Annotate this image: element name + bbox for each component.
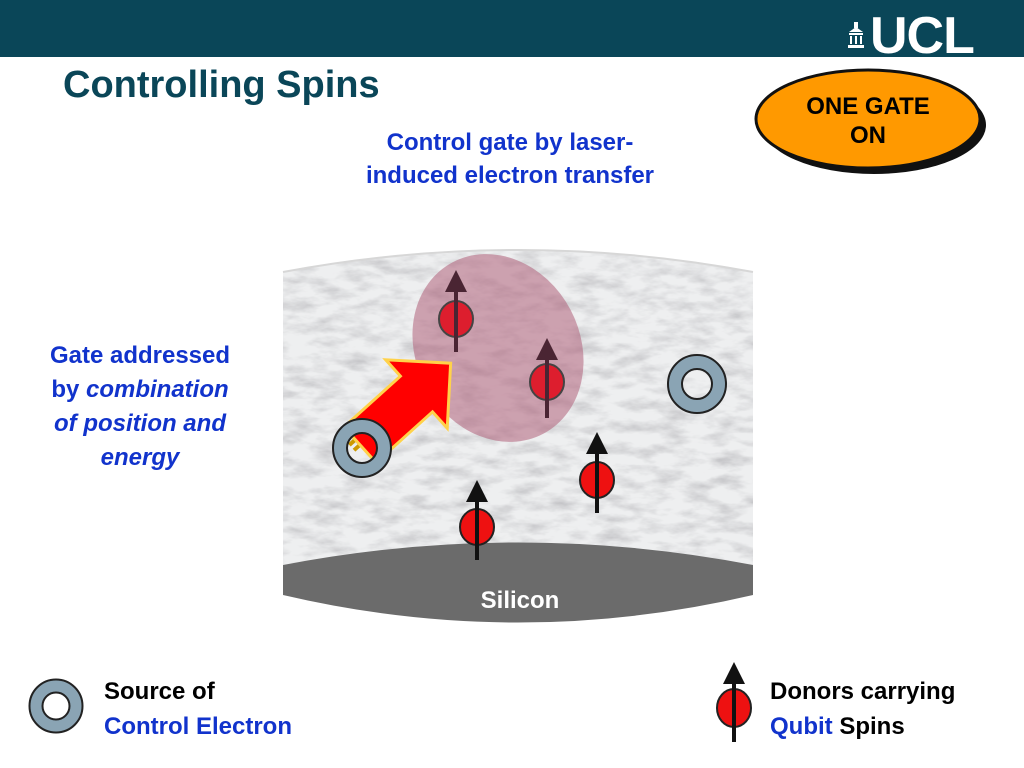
caption-gate-line2-italic: combination xyxy=(86,376,229,403)
legend-source: Source of Control Electron xyxy=(104,674,292,744)
donor-spin-icon xyxy=(459,480,495,560)
badge-line1: ONE GATE xyxy=(806,93,930,120)
silicon-base xyxy=(283,525,753,623)
legend-donor-qubit: Qubit xyxy=(770,713,833,740)
caption-gate-line4-italic: energy xyxy=(100,444,180,471)
gate-status-badge-text: ONE GATE ON xyxy=(752,92,984,150)
caption-control-gate-line1: Control gate by laser- xyxy=(386,129,634,156)
legend-source-line2: Control Electron xyxy=(104,713,293,740)
legend-source-line1: Source of xyxy=(104,678,215,705)
legend-donor: Donors carrying Qubit Spins xyxy=(770,674,955,744)
legend-donor-spins: Spins xyxy=(832,713,905,740)
gate-status-badge: ONE GATE ON xyxy=(752,68,988,176)
ucl-logo: UCL xyxy=(846,7,975,65)
source-ring-icon xyxy=(667,354,727,414)
donor-spin-icon xyxy=(529,338,565,418)
badge-line2: ON xyxy=(850,122,886,149)
caption-gate-line2: by combination xyxy=(22,373,258,407)
logo-text: UCL xyxy=(870,7,975,65)
ucl-portico-icon xyxy=(848,22,864,48)
caption-gate-line3: of position and xyxy=(22,407,258,441)
legend-donor-line2: Qubit Spins xyxy=(770,709,955,744)
legend-source-ring-icon xyxy=(28,678,84,734)
caption-gate-line1: Gate addressed xyxy=(49,342,231,369)
caption-control-gate-line2: induced electron transfer xyxy=(365,162,655,189)
page-title: Controlling Spins xyxy=(63,64,380,106)
caption-gate-line3-italic: of position and xyxy=(54,410,226,437)
legend-donor-spin-icon xyxy=(716,662,752,742)
caption-gate-addressed: Gate addressed by combination of positio… xyxy=(22,339,258,475)
caption-control-gate: Control gate by laser- induced electron … xyxy=(330,126,690,192)
donor-spin-icon xyxy=(579,432,615,513)
legend-donor-line1: Donors carrying xyxy=(770,678,956,705)
gate-status-badge-shape xyxy=(754,68,986,174)
caption-gate-line2-plain: by xyxy=(51,376,86,403)
caption-gate-line4: energy xyxy=(22,441,258,475)
donor-spin-icon xyxy=(438,270,474,352)
silicon-label: Silicon xyxy=(480,587,560,614)
source-ring-icon xyxy=(332,418,392,478)
